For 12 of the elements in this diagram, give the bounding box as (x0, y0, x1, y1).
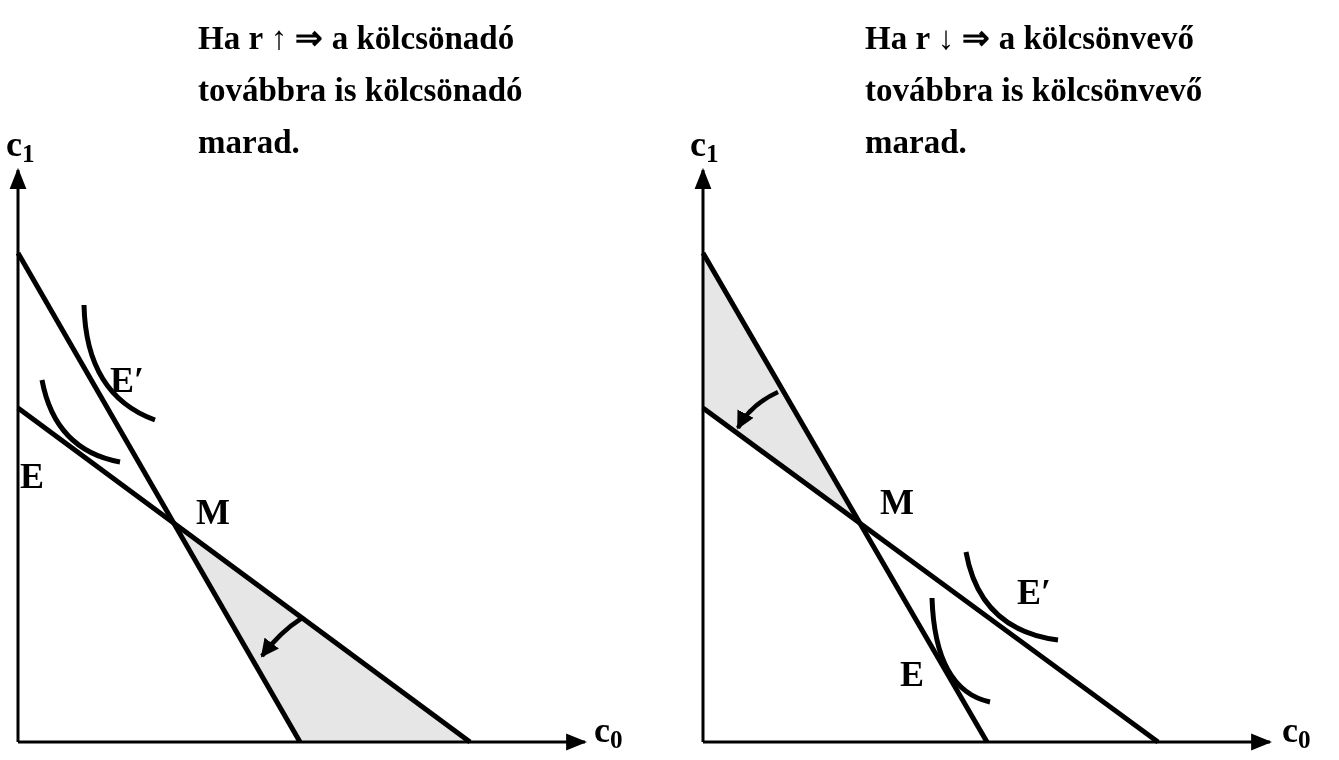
axis-label: c$_{1}$ (690, 126, 719, 167)
axis-label: c$_{0}$ (594, 712, 623, 753)
point-label: E′ (110, 362, 145, 398)
point-label: M (880, 484, 914, 520)
heading-text: Ha r ↑ ⇒ a kölcsönadó továbbra is kölcsönadó marad. (198, 19, 524, 162)
point-label: E (20, 458, 44, 494)
heading-text: Ha r ↓ ⇒ a kölcsönvevő továbbra is kölcsönvevő marad. (865, 19, 1204, 162)
point-label: E (900, 656, 924, 692)
axis-label: c$_{1}$ (6, 126, 35, 167)
point-label: E′ (1017, 574, 1052, 610)
point-label: M (196, 494, 230, 530)
axis-label: c$_{0}$ (1282, 712, 1311, 753)
